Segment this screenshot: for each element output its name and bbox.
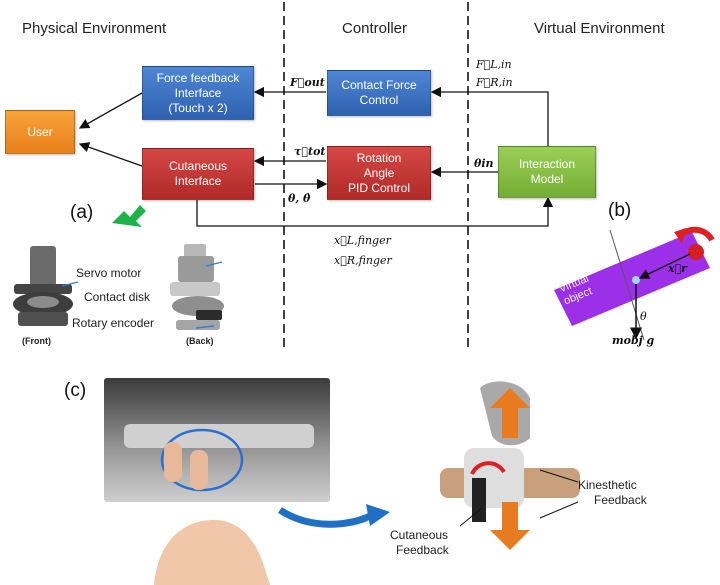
arrow-force-to-user [78,92,143,129]
contact-force-control-block: Contact Force Control [327,70,431,116]
label-front: (Front) [22,336,51,346]
label-xr: x⃗r [668,262,687,275]
contact-force-line2: Control [359,93,399,107]
signal-f-out: F⃗out [290,76,325,89]
label-contact-disk: Contact disk [84,290,151,304]
signal-theta-theta-dot: θ, θ̇ [288,192,311,205]
arrow-interaction-to-contact [430,86,549,146]
label-weight: mobj g [612,334,655,347]
device-photos [13,244,224,330]
interaction-line1: Interaction [518,157,576,171]
header-controller: Controller [342,20,408,37]
green-arrow-icon [112,205,146,227]
interaction-model-block: Interaction Model [498,146,596,198]
device-front-image [13,246,73,326]
cutaneous-rotation-icon [470,461,506,475]
center-of-mass-icon [632,276,640,284]
contact-force-line1: Contact Force [341,78,417,92]
force-feedback-line2: Interface [174,85,222,100]
rotation-line1: Rotation [356,150,402,165]
signal-f-r-in: F⃗R,in [476,76,513,89]
rotation-line2: Angle [363,165,395,180]
label-rotary-encoder: Rotary encoder [72,316,155,330]
cutaneous-feedback-line2: Feedback [396,543,449,557]
panel-label-c: (c) [64,380,87,401]
device-detail-image [440,381,580,550]
cutaneous-line2: Interface [174,174,222,188]
signal-f-l-in: F⃗L,in [476,58,512,71]
kinesthetic-arrow-up-icon [490,388,530,438]
label-back: (Back) [186,336,214,346]
panel-label-b: (b) [608,200,632,221]
highlight-circle [160,428,244,492]
cutaneous-line1: Cutaneous [168,159,228,173]
signal-theta-in: θin [474,157,494,170]
label-theta: θ [640,310,647,323]
label-kinesthetic-feedback: Kinesthetic Feedback [578,478,647,508]
setup-photo [104,378,330,502]
force-feedback-line1: Force feedback [156,70,240,85]
user-label: User [27,124,53,139]
signal-x-l-finger: x⃗L,finger [334,234,391,247]
header-physical-environment: Physical Environment [22,20,167,37]
hand-image [154,520,270,585]
arrow-cutaneous-to-user [78,142,143,167]
user-block: User [5,110,75,154]
virtual-object-bar [554,232,710,326]
arrow-finger-to-interaction [196,196,554,227]
device-back-image [170,244,224,330]
label-cutaneous-feedback: Cutaneous Feedback [390,528,449,558]
kinesthetic-line2: Feedback [594,493,647,507]
force-feedback-interface-block: Force feedback Interface (Touch x 2) [142,66,254,120]
kinesthetic-line1: Kinesthetic [578,478,637,492]
rotation-angle-pid-block: Rotation Angle PID Control [327,146,431,200]
cutaneous-feedback-line1: Cutaneous [390,528,449,542]
header-virtual-environment: Virtual Environment [534,20,665,37]
pivot-point-icon [688,244,704,260]
signal-tau-tot: τ⃗tot [294,145,326,158]
panel-label-a: (a) [70,202,94,223]
signal-x-r-finger: x⃗R,finger [334,254,392,267]
kinesthetic-arrow-down-icon [490,502,530,550]
setup-photo-art [124,424,314,492]
blue-arrow-icon [278,504,390,528]
interaction-line2: Model [530,172,564,186]
label-servo-motor: Servo motor [76,266,142,280]
virtual-object-diagram [554,226,715,341]
cutaneous-interface-block: Cutaneous Interface [142,148,254,200]
rotation-line3: PID Control [347,180,411,195]
force-feedback-line3: (Touch x 2) [168,100,228,115]
